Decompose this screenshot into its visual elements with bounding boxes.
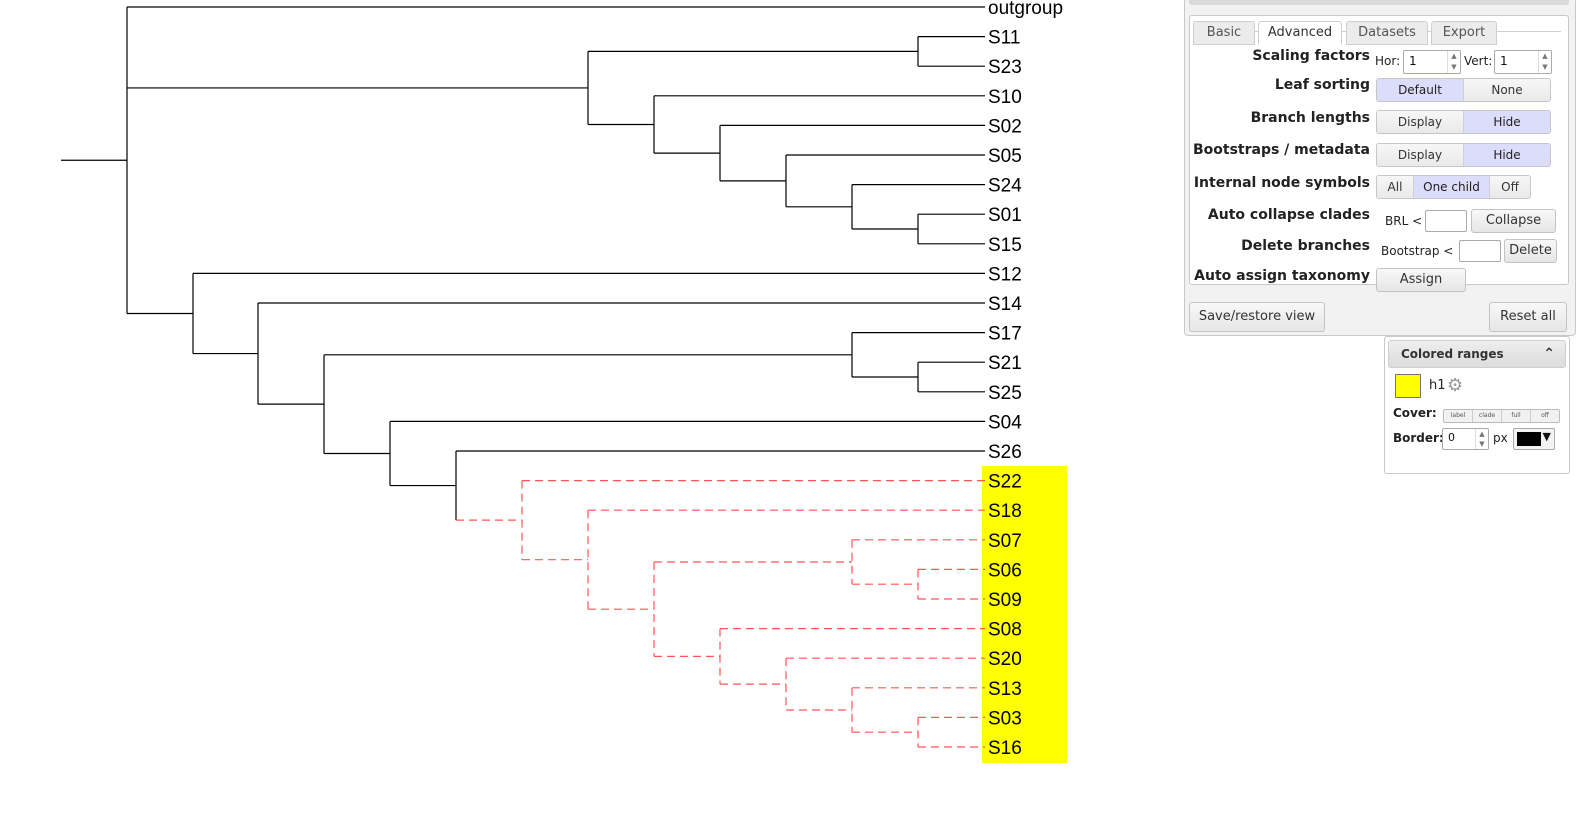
cover-off-option[interactable]: off: [1531, 410, 1559, 422]
leaf-label[interactable]: S09: [988, 590, 1022, 611]
colored-ranges-header[interactable]: Colored ranges ⌃: [1388, 340, 1566, 368]
leaf-label[interactable]: S13: [988, 679, 1022, 700]
controls-panel: Basic Advanced Datasets Export Scaling f…: [1184, 0, 1576, 336]
delete-button[interactable]: Delete: [1504, 239, 1557, 263]
phylogenetic-tree: outgroupS11S23S10S02S05S24S01S15S12S14S1…: [61, 0, 1067, 763]
auto-assign-label: Auto assign taxonomy: [1194, 268, 1370, 284]
leaf-label[interactable]: S12: [988, 264, 1022, 285]
scaling-factors-label: Scaling factors: [1252, 48, 1370, 64]
leaf-label[interactable]: S17: [988, 324, 1022, 345]
border-label: Border:: [1393, 431, 1444, 445]
branch-lengths-display-button[interactable]: Display: [1377, 111, 1464, 133]
collapse-button[interactable]: Collapse: [1471, 209, 1556, 233]
range-color-swatch[interactable]: [1395, 374, 1421, 398]
assign-button[interactable]: Assign: [1376, 268, 1466, 292]
reset-all-button[interactable]: Reset all: [1489, 302, 1567, 332]
hor-label: Hor:: [1375, 54, 1401, 68]
cover-label: Cover:: [1393, 406, 1437, 420]
tab-advanced[interactable]: Advanced: [1258, 21, 1342, 45]
leaf-label[interactable]: S01: [988, 205, 1022, 226]
leaf-label[interactable]: S18: [988, 501, 1022, 522]
dropdown-arrow-icon[interactable]: ▼: [1542, 430, 1551, 443]
border-color-swatch: [1517, 432, 1541, 446]
bootstrap-prefix: Bootstrap <: [1381, 244, 1454, 258]
brl-prefix: BRL <: [1385, 214, 1423, 228]
border-color-picker[interactable]: ▼: [1513, 428, 1555, 450]
leaf-label[interactable]: S05: [988, 146, 1022, 167]
gear-icon[interactable]: ⚙: [1447, 375, 1464, 396]
leaf-label[interactable]: S23: [988, 57, 1022, 78]
chevron-up-icon[interactable]: ⌃: [1543, 346, 1555, 362]
spinner-arrows-icon[interactable]: ▲▼: [1447, 51, 1460, 73]
tree-branches[interactable]: [61, 6, 985, 748]
leaf-label[interactable]: S06: [988, 560, 1022, 581]
hor-scale-value: 1: [1409, 54, 1417, 68]
spinner-arrows-icon[interactable]: ▲▼: [1538, 51, 1551, 73]
leaf-label[interactable]: S16: [988, 738, 1022, 759]
leaf-label[interactable]: S21: [988, 353, 1022, 374]
hor-scale-input[interactable]: 1 ▲▼: [1403, 50, 1461, 74]
cover-clade-option[interactable]: clade: [1473, 410, 1502, 422]
leaf-label[interactable]: S07: [988, 531, 1022, 552]
leaf-label[interactable]: S14: [988, 294, 1022, 315]
leaf-label[interactable]: S24: [988, 176, 1022, 197]
bootstraps-display-button[interactable]: Display: [1377, 144, 1464, 166]
leaf-sorting-toggle: Default None: [1376, 78, 1551, 102]
range-name: h1: [1429, 378, 1446, 393]
leaf-sorting-default-button[interactable]: Default: [1377, 79, 1464, 101]
leaf-sorting-label: Leaf sorting: [1274, 77, 1370, 93]
tab-export[interactable]: Export: [1431, 21, 1497, 45]
colored-ranges-title: Colored ranges: [1401, 347, 1504, 361]
leaf-label[interactable]: S08: [988, 620, 1022, 641]
colored-ranges-panel: Colored ranges ⌃ h1 ⚙ Cover: label clade…: [1384, 336, 1570, 474]
branch-lengths-hide-button[interactable]: Hide: [1464, 111, 1550, 133]
tab-datasets[interactable]: Datasets: [1346, 21, 1428, 45]
save-restore-view-button[interactable]: Save/restore view: [1189, 302, 1325, 332]
leaf-label[interactable]: S03: [988, 708, 1022, 729]
branch-lengths-label: Branch lengths: [1250, 110, 1370, 126]
internal-node-symbols-toggle: All One child Off: [1376, 175, 1531, 199]
internal-nodes-off-button[interactable]: Off: [1490, 176, 1530, 198]
leaf-label[interactable]: S20: [988, 649, 1022, 670]
leaf-label[interactable]: S10: [988, 87, 1022, 108]
bootstraps-hide-button[interactable]: Hide: [1464, 144, 1550, 166]
brl-threshold-input[interactable]: [1425, 210, 1467, 232]
controls-titlebar: [1189, 0, 1569, 5]
vert-scale-input[interactable]: 1 ▲▼: [1494, 50, 1552, 74]
colored-range-h1: [982, 466, 1067, 763]
vert-scale-value: 1: [1500, 54, 1508, 68]
leaf-label[interactable]: S25: [988, 383, 1022, 404]
border-unit: px: [1493, 431, 1508, 445]
delete-branches-label: Delete branches: [1241, 238, 1370, 254]
vert-label: Vert:: [1464, 54, 1493, 68]
leaf-label[interactable]: S02: [988, 116, 1022, 137]
bootstraps-toggle: Display Hide: [1376, 143, 1551, 167]
branch-lengths-toggle: Display Hide: [1376, 110, 1551, 134]
auto-collapse-label: Auto collapse clades: [1207, 207, 1370, 223]
leaf-label[interactable]: S15: [988, 235, 1022, 256]
bootstrap-threshold-input[interactable]: [1459, 240, 1501, 262]
cover-full-option[interactable]: full: [1502, 410, 1531, 422]
border-width-value: 0: [1448, 431, 1455, 444]
spinner-arrows-icon[interactable]: ▲▼: [1475, 429, 1488, 449]
leaf-label[interactable]: S22: [988, 472, 1022, 493]
internal-node-symbols-label: Internal node symbols: [1193, 175, 1370, 191]
tree-leaf-labels: outgroupS11S23S10S02S05S24S01S15S12S14S1…: [988, 0, 1063, 759]
internal-nodes-one-child-button[interactable]: One child: [1414, 176, 1490, 198]
cover-label-option[interactable]: label: [1444, 410, 1473, 422]
border-width-input[interactable]: 0 ▲▼: [1442, 428, 1489, 450]
tab-basic[interactable]: Basic: [1193, 21, 1255, 45]
cover-toggle: label clade full off: [1443, 409, 1560, 423]
leaf-label[interactable]: outgroup: [988, 0, 1063, 19]
bootstraps-label: Bootstraps / metadata: [1192, 142, 1370, 158]
leaf-label[interactable]: S11: [988, 28, 1020, 49]
internal-nodes-all-button[interactable]: All: [1377, 176, 1414, 198]
leaf-label[interactable]: S26: [988, 442, 1022, 463]
leaf-label[interactable]: S04: [988, 412, 1022, 433]
leaf-sorting-none-button[interactable]: None: [1464, 79, 1550, 101]
